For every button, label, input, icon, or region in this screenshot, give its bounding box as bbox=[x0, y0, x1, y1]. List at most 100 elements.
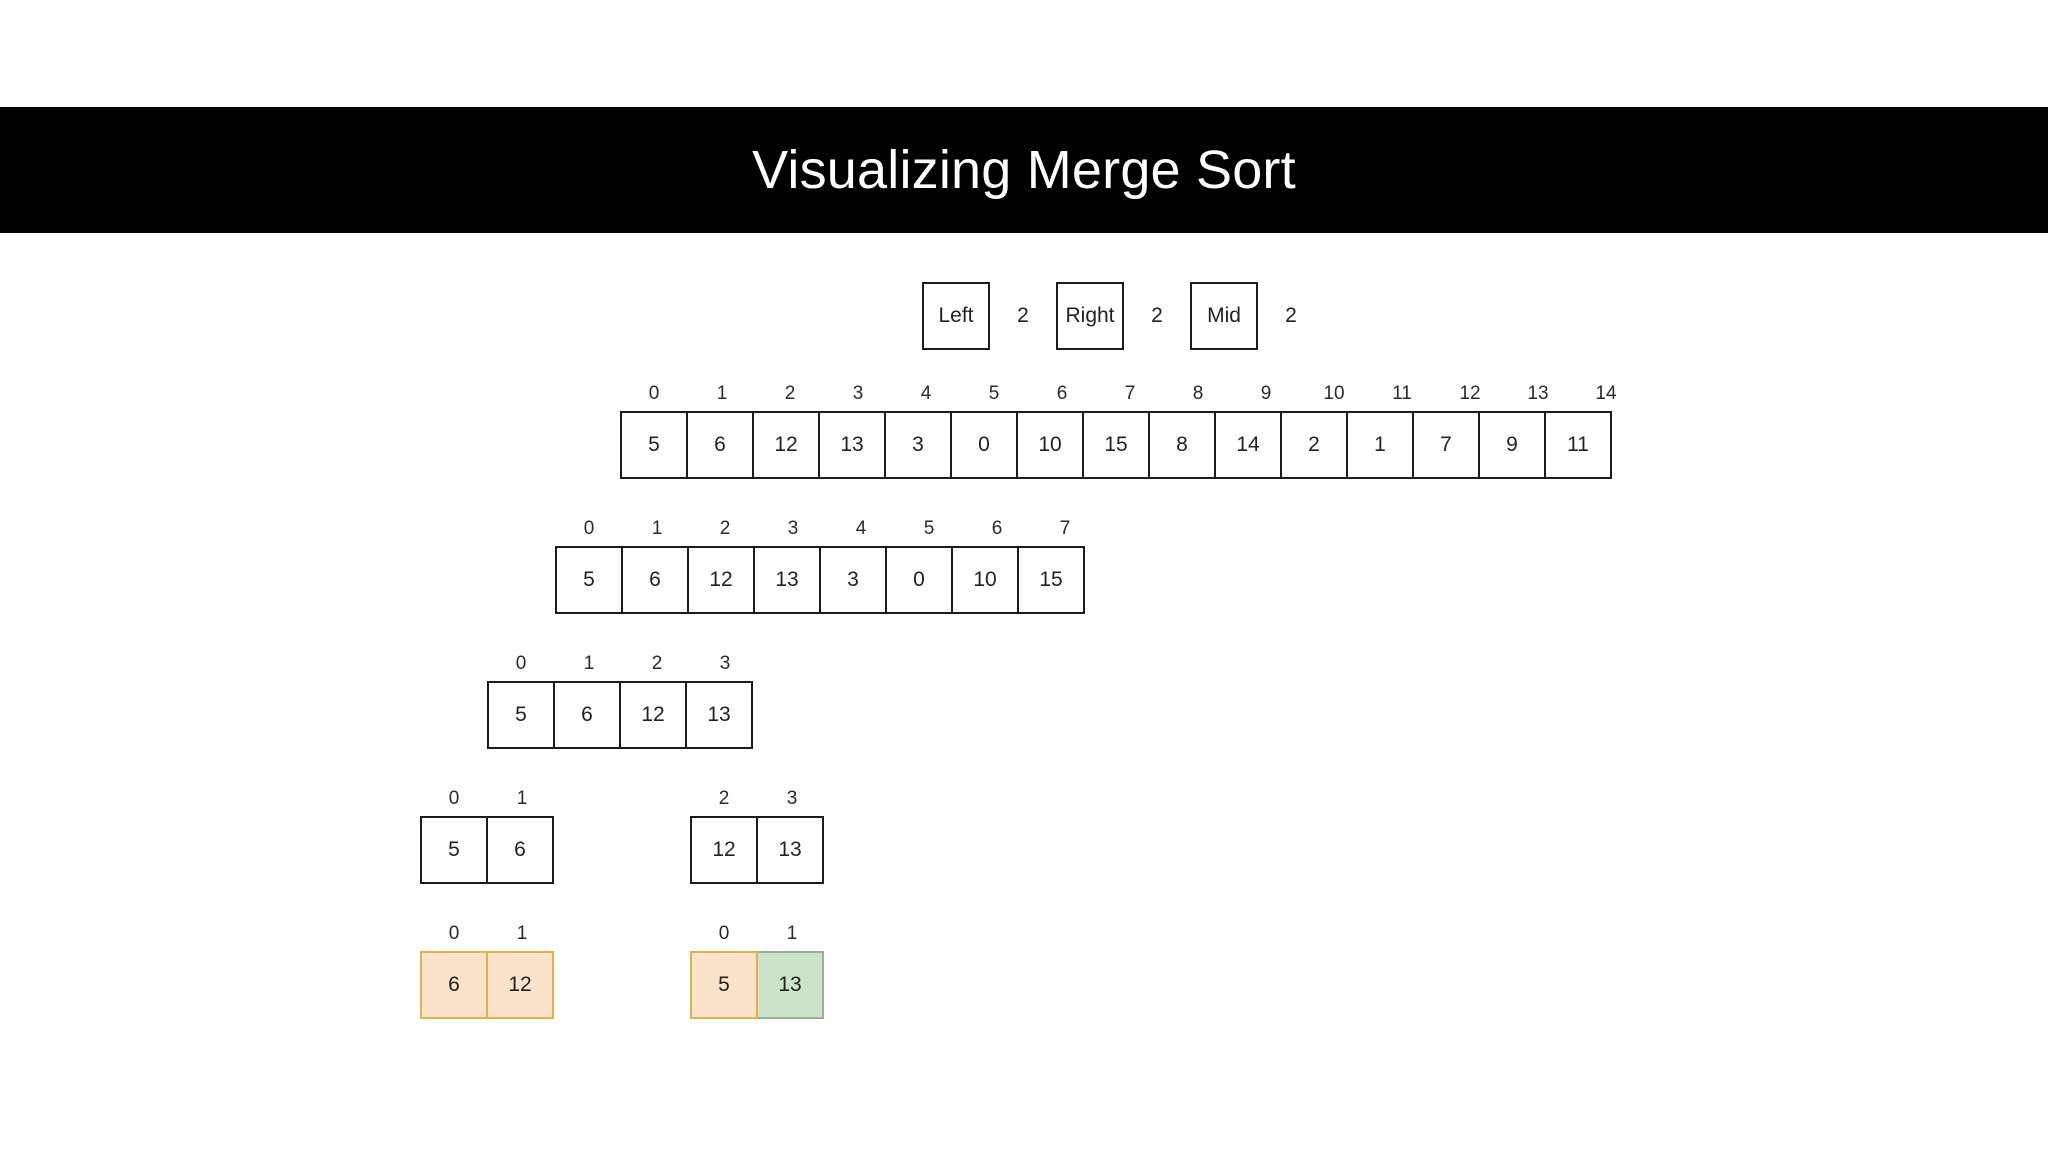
array-cell[interactable]: 12 bbox=[687, 546, 755, 614]
index-label: 2 bbox=[718, 788, 730, 809]
index-label: 5 bbox=[988, 383, 1000, 404]
array-cell[interactable]: 13 bbox=[756, 951, 824, 1019]
array-cell[interactable]: 15 bbox=[1017, 546, 1085, 614]
index-label: 2 bbox=[651, 653, 663, 674]
index-label: 0 bbox=[448, 788, 460, 809]
index-label: 2 bbox=[719, 518, 731, 539]
index-label: 2 bbox=[784, 383, 796, 404]
array-cell[interactable]: 0 bbox=[950, 411, 1018, 479]
array-cell[interactable]: 3 bbox=[884, 411, 952, 479]
index-label: 0 bbox=[583, 518, 595, 539]
index-label: 4 bbox=[920, 383, 932, 404]
index-label: 3 bbox=[719, 653, 731, 674]
array-cell[interactable]: 0 bbox=[885, 546, 953, 614]
index-label: 11 bbox=[1392, 383, 1412, 404]
array-cell[interactable]: 12 bbox=[619, 681, 687, 749]
control-left: Left 2 bbox=[922, 282, 1056, 350]
control-left-label[interactable]: Left bbox=[922, 282, 990, 350]
array-cell[interactable]: 9 bbox=[1478, 411, 1546, 479]
control-right-value: 2 bbox=[1151, 304, 1163, 327]
control-mid-label[interactable]: Mid bbox=[1190, 282, 1258, 350]
index-label: 14 bbox=[1595, 383, 1617, 404]
page-title: Visualizing Merge Sort bbox=[752, 140, 1296, 200]
array-cell[interactable]: 13 bbox=[753, 546, 821, 614]
array-cell[interactable]: 13 bbox=[756, 816, 824, 884]
array-cell[interactable]: 12 bbox=[752, 411, 820, 479]
index-label: 0 bbox=[448, 923, 460, 944]
array-cell[interactable]: 14 bbox=[1214, 411, 1282, 479]
index-label: 0 bbox=[648, 383, 660, 404]
index-label: 3 bbox=[786, 788, 798, 809]
array-cell[interactable]: 5 bbox=[420, 816, 488, 884]
array-cell[interactable]: 6 bbox=[553, 681, 621, 749]
index-label: 3 bbox=[852, 383, 864, 404]
index-label: 0 bbox=[718, 923, 730, 944]
control-mid-value: 2 bbox=[1285, 304, 1297, 327]
index-label: 6 bbox=[991, 518, 1003, 539]
array-cell[interactable]: 2 bbox=[1280, 411, 1348, 479]
index-label: 13 bbox=[1527, 383, 1549, 404]
index-label: 7 bbox=[1124, 383, 1136, 404]
array-cell[interactable]: 7 bbox=[1412, 411, 1480, 479]
array-cell[interactable]: 8 bbox=[1148, 411, 1216, 479]
array-cell[interactable]: 13 bbox=[685, 681, 753, 749]
array-cell[interactable]: 1 bbox=[1346, 411, 1414, 479]
pointer-controls: Left 2 Right 2 Mid 2 bbox=[922, 282, 1324, 350]
index-label: 3 bbox=[787, 518, 799, 539]
index-labels: 0 1 2 3 bbox=[487, 651, 759, 681]
array-cell[interactable]: 12 bbox=[486, 951, 554, 1019]
index-label: 1 bbox=[583, 653, 595, 674]
array-cell[interactable]: 10 bbox=[1016, 411, 1084, 479]
title-banner: Visualizing Merge Sort bbox=[0, 107, 2048, 233]
array-cell[interactable]: 11 bbox=[1544, 411, 1612, 479]
index-label: 9 bbox=[1260, 383, 1272, 404]
array-cell[interactable]: 10 bbox=[951, 546, 1019, 614]
index-label: 6 bbox=[1056, 383, 1068, 404]
index-label: 4 bbox=[855, 518, 867, 539]
index-label: 7 bbox=[1059, 518, 1071, 539]
array-cell[interactable]: 3 bbox=[819, 546, 887, 614]
array-cell[interactable]: 13 bbox=[818, 411, 886, 479]
array-cell[interactable]: 6 bbox=[621, 546, 689, 614]
array-cell[interactable]: 6 bbox=[486, 816, 554, 884]
index-label: 1 bbox=[651, 518, 663, 539]
array-cell[interactable]: 5 bbox=[620, 411, 688, 479]
control-left-value: 2 bbox=[1017, 304, 1029, 327]
array-cell[interactable]: 6 bbox=[686, 411, 754, 479]
index-label: 12 bbox=[1459, 383, 1481, 404]
control-right-label[interactable]: Right bbox=[1056, 282, 1124, 350]
index-label: 1 bbox=[716, 383, 728, 404]
index-label: 8 bbox=[1192, 383, 1204, 404]
index-label: 10 bbox=[1323, 383, 1345, 404]
index-label: 1 bbox=[516, 788, 528, 809]
array-cell[interactable]: 6 bbox=[420, 951, 488, 1019]
array-cell[interactable]: 5 bbox=[487, 681, 555, 749]
array-cell[interactable]: 5 bbox=[555, 546, 623, 614]
index-label: 1 bbox=[516, 923, 528, 944]
array-cell[interactable]: 15 bbox=[1082, 411, 1150, 479]
index-label: 0 bbox=[515, 653, 527, 674]
array-cell[interactable]: 12 bbox=[690, 816, 758, 884]
index-label: 1 bbox=[786, 923, 798, 944]
array-cell[interactable]: 5 bbox=[690, 951, 758, 1019]
